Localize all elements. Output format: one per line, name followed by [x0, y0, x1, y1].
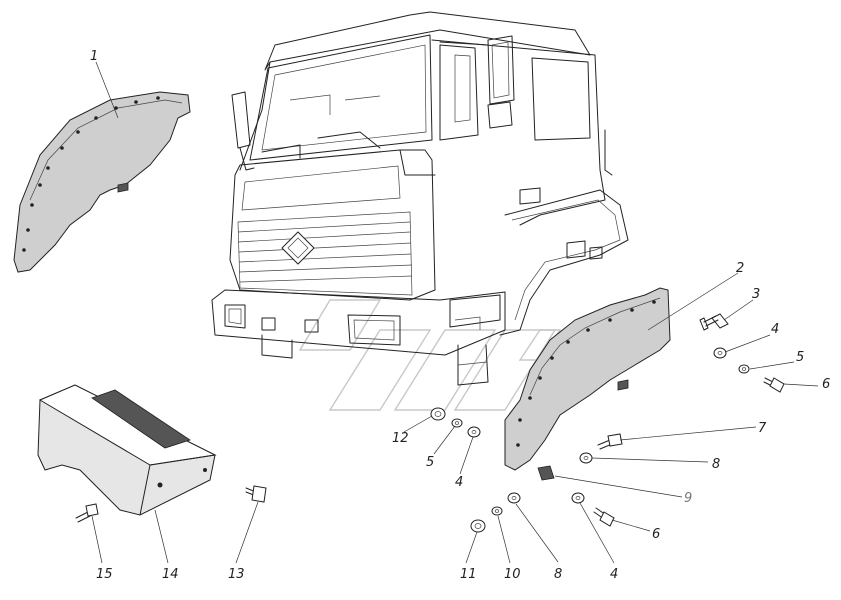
part-6-bolt-lower	[593, 507, 615, 527]
part-6-bolt	[763, 377, 785, 393]
callout-10: 10	[504, 567, 521, 582]
callout-9: 9	[684, 491, 692, 506]
part-12-nut	[430, 407, 446, 421]
part-4-washer	[713, 347, 727, 359]
callout-6: 6	[822, 377, 830, 392]
part-8-washer-lower	[507, 492, 521, 504]
part-5-spring-washer	[738, 364, 750, 374]
callout-5-left: 5	[426, 455, 434, 470]
leader-lines	[91, 61, 819, 564]
part-4-washer-lower	[571, 492, 585, 504]
part-13-screw	[245, 485, 267, 503]
callout-7: 7	[758, 421, 767, 436]
callout-3: 3	[752, 287, 760, 302]
truck-cab	[211, 11, 629, 386]
part-9-clip-nut	[537, 465, 555, 481]
callout-4-left: 4	[455, 475, 463, 490]
part-5-spring-washer-left	[451, 418, 463, 428]
callout-1: 1	[90, 49, 98, 64]
grille	[237, 211, 413, 296]
callout-14: 14	[162, 567, 179, 582]
part-14-step-cover	[37, 384, 217, 516]
callout-5: 5	[796, 350, 804, 365]
part-2-right-mudguard-insulation	[504, 287, 671, 471]
part-11-nut	[470, 519, 486, 533]
brand-emblem	[281, 231, 315, 265]
callout-8-lower: 8	[554, 567, 562, 582]
callout-12: 12	[392, 431, 409, 446]
callout-labels: 1 2 3 4 5 6 7 8 9 12 5 4 6 4 8 10 11 13 …	[90, 49, 830, 582]
callout-11: 11	[460, 567, 477, 582]
part-4-washer-left	[467, 426, 481, 438]
part-10-spring-washer	[491, 506, 503, 516]
part-7-bolt	[597, 433, 623, 450]
callout-8: 8	[712, 457, 720, 472]
part-1-left-mudguard-insulation	[13, 91, 191, 273]
part-8-washer	[579, 452, 593, 464]
part-15-bolt	[75, 503, 99, 523]
callout-4-lower: 4	[610, 567, 618, 582]
watermark-logo	[298, 299, 562, 411]
callout-15: 15	[96, 567, 113, 582]
callout-6-lower: 6	[652, 527, 660, 542]
part-3-bolt	[699, 313, 729, 331]
callout-13: 13	[228, 567, 245, 582]
callout-4: 4	[771, 322, 779, 337]
callout-2: 2	[736, 261, 744, 276]
